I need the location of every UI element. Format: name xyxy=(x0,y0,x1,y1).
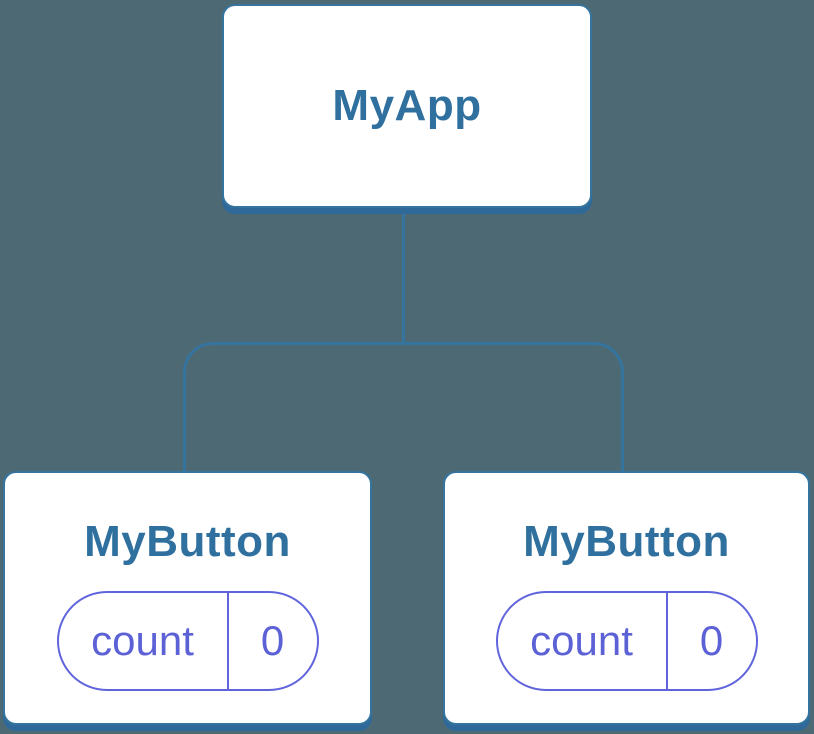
state-key: count xyxy=(59,593,229,690)
state-value: 0 xyxy=(260,617,285,665)
state-pill: count 0 xyxy=(495,591,758,692)
state-pill: count 0 xyxy=(56,591,319,692)
root-component-label: MyApp xyxy=(332,80,482,130)
connector-root-stub xyxy=(402,209,405,344)
connector-bracket xyxy=(183,342,624,472)
state-key: count xyxy=(498,593,668,690)
root-component-card: MyApp xyxy=(222,4,592,208)
state-value: 0 xyxy=(699,617,724,665)
child-component-label: MyButton xyxy=(84,517,291,566)
child-component-label: MyButton xyxy=(523,517,730,566)
child-component-card-left: MyButton count 0 xyxy=(3,471,372,725)
child-component-card-right: MyButton count 0 xyxy=(443,471,810,725)
